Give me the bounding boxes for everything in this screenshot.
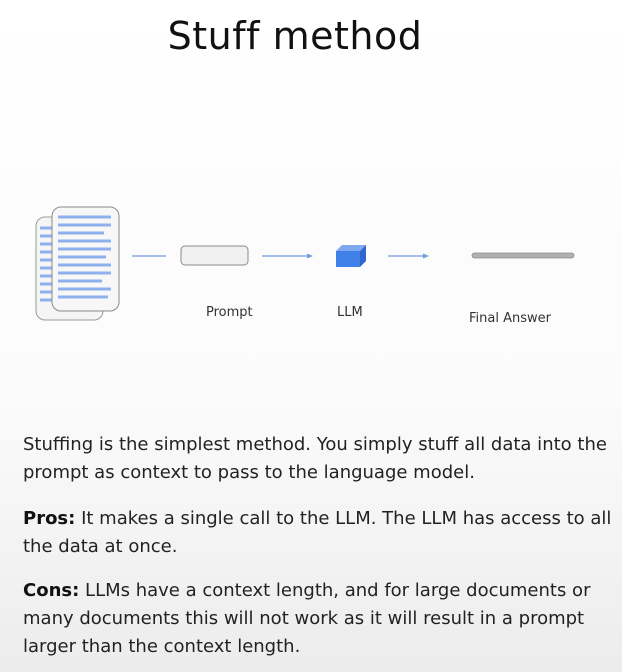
final-answer-bar bbox=[471, 252, 575, 259]
arrow-llm-to-answer bbox=[388, 253, 429, 259]
stuff-method-diagram: Prompt LLM Final Answer bbox=[0, 195, 622, 340]
documents-icon bbox=[35, 206, 120, 321]
llm-label: LLM bbox=[337, 305, 363, 320]
prompt-label: Prompt bbox=[206, 305, 253, 320]
front-document-lines bbox=[58, 215, 111, 299]
prompt-box bbox=[180, 245, 249, 266]
cons-label: Cons: bbox=[23, 580, 80, 601]
final-answer-label: Final Answer bbox=[469, 311, 551, 326]
cons-paragraph: Cons: LLMs have a context length, and fo… bbox=[23, 577, 618, 661]
diagram-canvas bbox=[35, 206, 575, 321]
pros-paragraph: Pros: It makes a single call to the LLM.… bbox=[23, 505, 618, 561]
pros-label: Pros: bbox=[23, 508, 76, 529]
intro-text: Stuffing is the simplest method. You sim… bbox=[23, 434, 607, 483]
pros-text: It makes a single call to the LLM. The L… bbox=[23, 508, 612, 557]
arrow-prompt-to-llm bbox=[262, 253, 313, 259]
cons-text: LLMs have a context length, and for larg… bbox=[23, 580, 591, 657]
intro-paragraph: Stuffing is the simplest method. You sim… bbox=[23, 431, 618, 487]
llm-cube-icon bbox=[336, 245, 366, 267]
page-title: Stuff method bbox=[167, 14, 423, 58]
